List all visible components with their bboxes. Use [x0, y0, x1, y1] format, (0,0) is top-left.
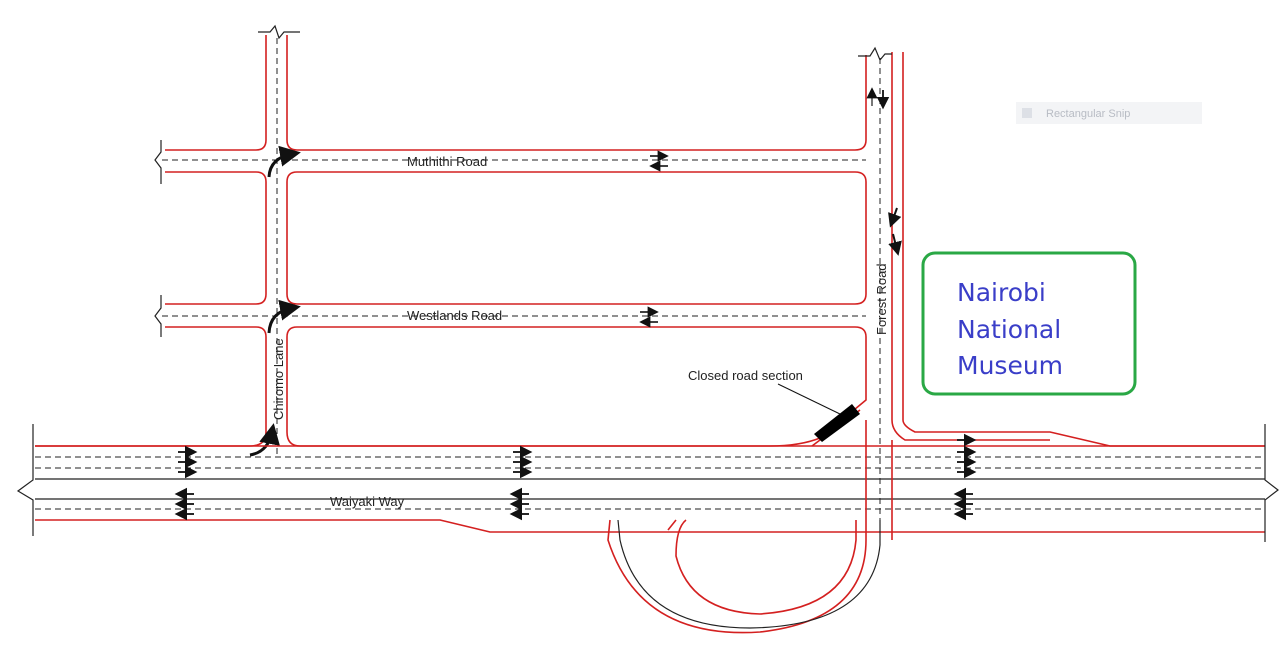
forest-direction-arrows	[866, 87, 902, 256]
muthithi-two-way-arrows	[649, 150, 669, 172]
forest-road-label: Forest Road	[874, 263, 889, 335]
muthithi-road-label: Muthithi Road	[407, 154, 487, 169]
closed-road-section: Closed road section	[688, 368, 861, 447]
waiyaki-way-label: Waiyaki Way	[330, 494, 405, 509]
westlands-road-label: Westlands Road	[407, 308, 502, 323]
westlands-road: Westlands Road	[154, 295, 866, 337]
chiromo-lane-label: Chiromo Lane	[271, 338, 286, 420]
westlands-two-way-arrows	[639, 306, 659, 328]
forest-road: Forest Road	[858, 46, 1265, 540]
loop-ramp	[607, 420, 893, 634]
closed-section-label: Closed road section	[688, 368, 803, 383]
museum-label-line3: Museum	[957, 351, 1063, 380]
museum-label-line1: Nairobi	[957, 278, 1046, 307]
waiyaki-lane-arrows	[174, 433, 977, 521]
museum-label-line2: National	[957, 315, 1061, 344]
museum-landmark: Nairobi National Museum	[921, 251, 1137, 396]
snip-overlay-label: Rectangular Snip	[1046, 108, 1130, 120]
chiromo-turn-arrows	[249, 145, 301, 457]
waiyaki-way: Waiyaki Way	[16, 424, 1279, 542]
muthithi-road: Muthithi Road	[154, 140, 866, 184]
snip-overlay: Rectangular Snip	[1016, 102, 1202, 124]
chiromo-lane	[35, 24, 867, 456]
